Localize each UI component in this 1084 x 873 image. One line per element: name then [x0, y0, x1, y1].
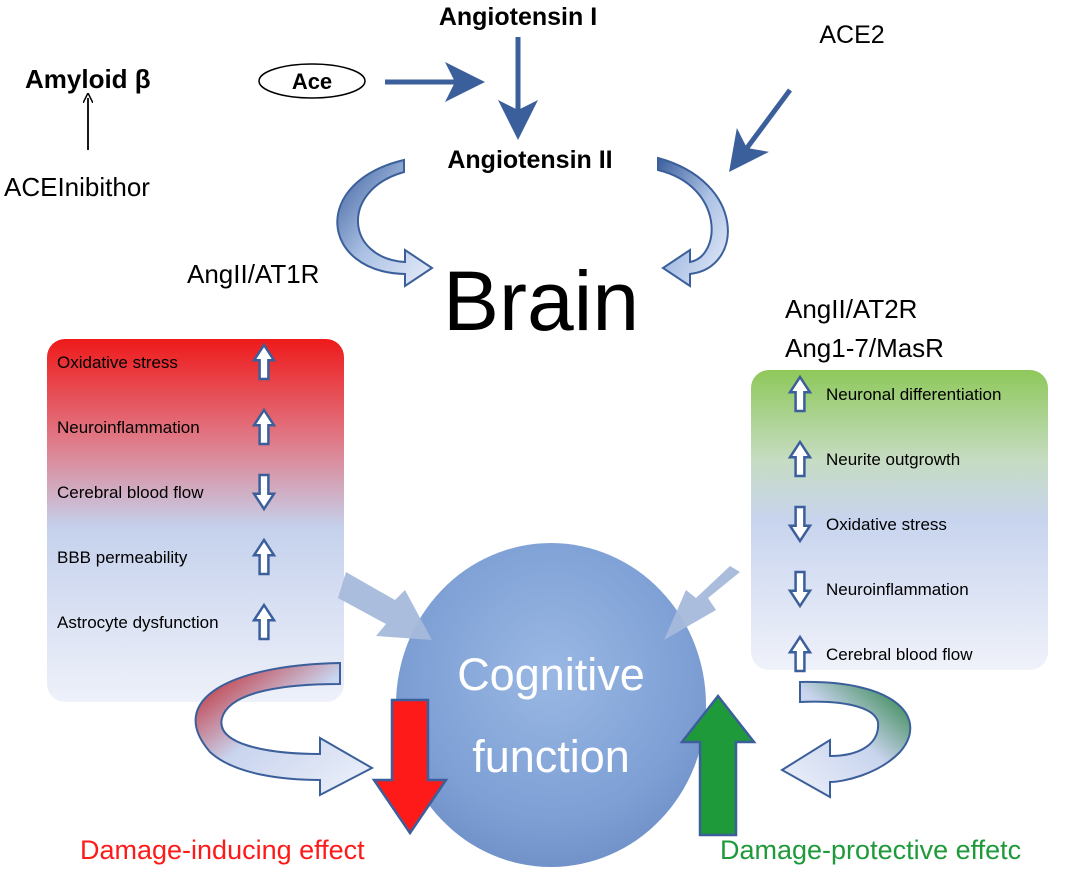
protective-up-arrow	[679, 693, 757, 837]
protective-up-arrow-icon	[787, 439, 813, 478]
damage-down-arrow-icon	[251, 473, 277, 512]
damage-item-label: Astrocyte dysfunction	[57, 613, 219, 632]
ace-label: Ace	[292, 69, 332, 94]
damage-up-arrow-icon	[251, 602, 277, 641]
cognitive-function-circle	[396, 543, 706, 867]
angiotensin-i-label: Angiotensin I	[439, 3, 597, 31]
ace2-arrow	[729, 88, 793, 173]
protective-down-arrow-icon	[787, 570, 813, 609]
damage-item-label: Oxidative stress	[57, 353, 178, 372]
protective-item-label: Neuronal differentiation	[826, 385, 1001, 404]
damage-inducing-label: Damage-inducing effect	[80, 835, 365, 865]
damage-up-arrow-icon	[251, 537, 277, 576]
function-label: function	[472, 731, 630, 782]
left-panel-to-circle-arrow	[338, 572, 432, 640]
right-curved-arrow-to-brain	[657, 156, 729, 288]
left-curved-arrow-to-brain	[336, 158, 434, 288]
damage-up-arrow-icon	[251, 407, 277, 446]
damage-panel-items: Oxidative stressNeuroinflammationCerebra…	[57, 342, 277, 641]
protective-item-label: Cerebral blood flow	[826, 645, 973, 664]
ace-oval: Ace	[258, 63, 366, 99]
damage-item-label: BBB permeability	[57, 548, 188, 567]
damage-item-label: Neuroinflammation	[57, 418, 200, 437]
damage-down-arrow	[371, 698, 449, 836]
ace2-label: ACE2	[819, 21, 884, 49]
right-panel-to-circle-arrow	[664, 566, 740, 640]
right-bottom-curved-arrow	[780, 680, 912, 799]
protective-down-arrow-icon	[787, 505, 813, 544]
protective-item-label: Neuroinflammation	[826, 580, 969, 599]
masr-label: Ang1-7/MasR	[785, 333, 944, 363]
at1r-label: AngII/AT1R	[187, 259, 319, 289]
protective-up-arrow-icon	[787, 634, 813, 673]
ace-inhibitor-label: ACEInibithor	[4, 172, 150, 202]
damage-item-label: Cerebral blood flow	[57, 483, 204, 502]
cognitive-label: Cognitive	[457, 649, 645, 700]
damage-protective-label: Damage-protective effetc	[720, 835, 1021, 865]
at2r-label: AngII/AT2R	[785, 294, 917, 324]
damage-up-arrow-icon	[251, 342, 277, 381]
left-bottom-curved-arrow	[194, 661, 375, 797]
amyloid-beta-label: Amyloid β	[25, 64, 151, 94]
protective-panel	[751, 370, 1048, 670]
brain-label: Brain	[443, 254, 639, 348]
protective-item-label: Oxidative stress	[826, 515, 947, 534]
protective-up-arrow-icon	[787, 374, 813, 413]
angiotensin-ii-label: Angiotensin II	[447, 146, 612, 174]
protective-item-label: Neurite outgrowth	[826, 450, 960, 469]
damage-panel	[47, 339, 344, 702]
